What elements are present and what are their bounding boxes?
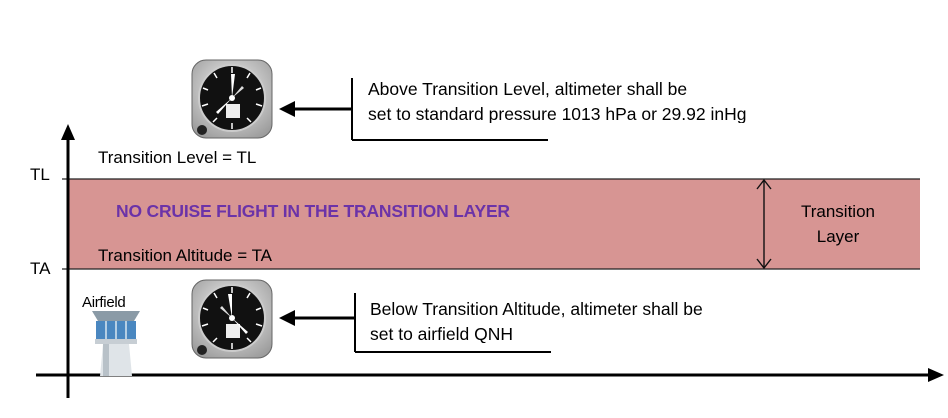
- ta-axis-label: TA: [30, 259, 51, 278]
- ground-axis: [36, 368, 944, 382]
- transition-layer-label: Transition Layer: [780, 199, 896, 249]
- above-note: Above Transition Level, altimeter shall …: [368, 77, 838, 123]
- below-note: Below Transition Altitude, altimeter sha…: [370, 297, 840, 343]
- below-note-line1: Below Transition Altitude, altimeter sha…: [370, 299, 703, 319]
- transition-altitude-label: Transition Altitude = TA: [98, 246, 273, 265]
- above-note-arrow: [279, 101, 352, 117]
- above-note-bracket: [351, 78, 548, 141]
- altimeter-icon: [191, 59, 273, 139]
- transition-layer-band: [68, 179, 920, 269]
- transition-layer-label-line1: Transition: [800, 202, 875, 221]
- tl-axis-label: TL: [30, 165, 50, 184]
- above-note-line2: set to standard pressure 1013 hPa or 29.…: [368, 104, 747, 123]
- below-note-bracket: [354, 293, 551, 353]
- above-note-line1: Above Transition Level, altimeter shall …: [368, 79, 688, 99]
- no-cruise-warning: NO CRUISE FLIGHT IN THE TRANSITION LAYER: [116, 201, 510, 221]
- altitude-axis: [61, 124, 75, 398]
- airfield-label: Airfield: [82, 294, 126, 311]
- transition-level-label: Transition Level = TL: [98, 148, 257, 167]
- altimeter-icon: [191, 279, 273, 359]
- control-tower-icon: [92, 311, 140, 376]
- below-note-line2: set to airfield QNH: [370, 324, 513, 343]
- transition-layer-label-line2: Layer: [816, 227, 860, 246]
- below-note-arrow: [279, 310, 355, 326]
- layer-thickness-arrow: [756, 178, 772, 270]
